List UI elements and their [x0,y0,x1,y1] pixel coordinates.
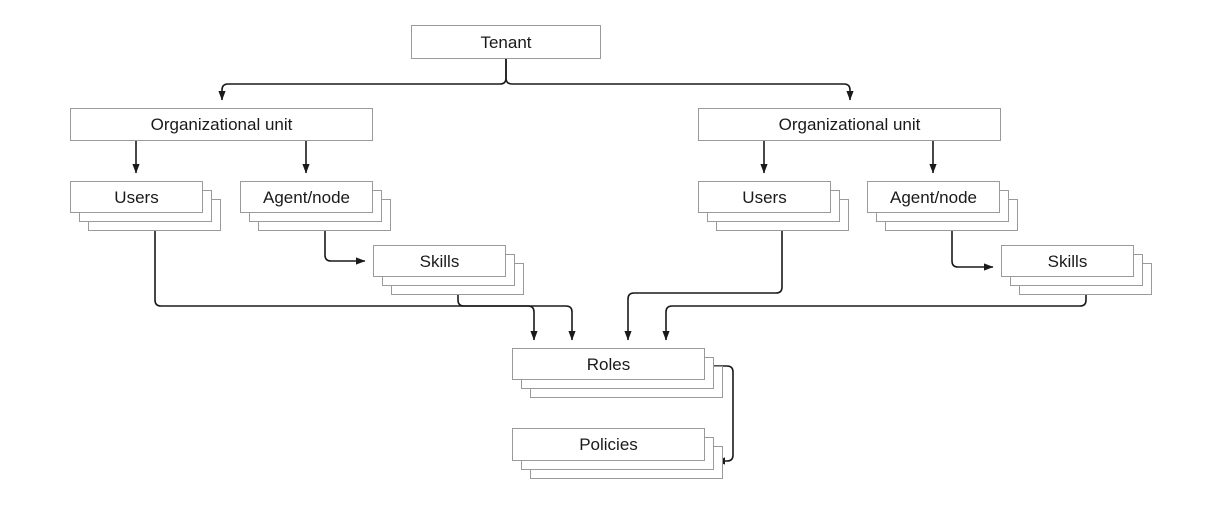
node-tenant[interactable]: Tenant [411,25,601,59]
node-agent-right-front-sheet[interactable]: Agent/node [867,181,1000,213]
node-ou-right-label: Organizational unit [778,115,921,134]
node-agent-right[interactable]: Agent/node [867,181,1018,231]
node-tenant-front-sheet[interactable]: Tenant [411,25,601,59]
node-roles-front-sheet[interactable]: Roles [512,348,705,380]
node-users-left[interactable]: Users [70,181,221,231]
node-roles-label: Roles [586,354,631,374]
node-ou-left-front-sheet[interactable]: Organizational unit [70,108,373,141]
node-skills-left-front-sheet[interactable]: Skills [373,245,506,277]
node-skills-left-label: Skills [419,251,460,271]
edge-skills-right-to-roles [662,294,1087,341]
node-roles[interactable]: Roles [512,348,723,398]
node-agent-left[interactable]: Agent/node [240,181,391,231]
node-users-left-front-sheet[interactable]: Users [70,181,203,213]
edge-tenant-to-ou-left [218,59,507,101]
node-agent-right-label: Agent/node [890,187,977,207]
edge-agent-left-to-skills-left [324,230,366,265]
node-skills-right-front-sheet[interactable]: Skills [1001,245,1134,277]
node-users-right-front-sheet[interactable]: Users [698,181,831,213]
edge-skills-left-to-roles [457,294,576,341]
node-users-right-label: Users [742,187,787,207]
edge-tenant-to-ou-right [505,59,854,101]
node-users-left-label: Users [114,187,159,207]
node-policies[interactable]: Policies [512,428,723,479]
node-policies-label: Policies [579,435,638,454]
node-tenant-label: Tenant [480,32,532,52]
node-ou-right[interactable]: Organizational unit [698,108,1001,141]
node-agent-left-front-sheet[interactable]: Agent/node [240,181,373,213]
node-agent-left-label: Agent/node [263,187,350,207]
edge-agent-right-to-skills-right [951,230,994,271]
node-users-right[interactable]: Users [698,181,849,231]
node-skills-left[interactable]: Skills [373,245,524,295]
node-ou-left[interactable]: Organizational unit [70,108,373,141]
node-skills-right-label: Skills [1047,251,1088,271]
node-ou-right-front-sheet[interactable]: Organizational unit [698,108,1001,141]
edge-users-right-to-roles [624,230,783,341]
node-skills-right[interactable]: Skills [1001,245,1152,295]
node-ou-left-label: Organizational unit [150,115,293,134]
node-policies-front-sheet[interactable]: Policies [512,428,705,461]
